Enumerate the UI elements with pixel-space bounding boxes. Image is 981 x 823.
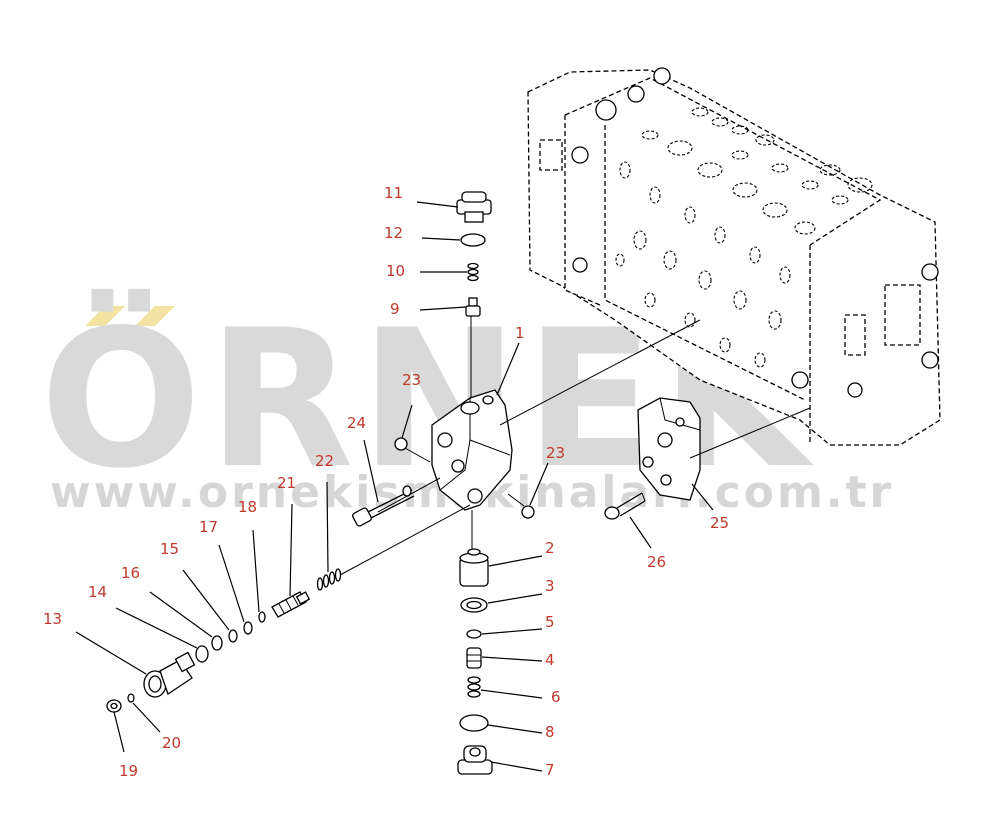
valve-end-port-1: [921, 263, 939, 281]
small-parts: [106, 191, 646, 775]
part-15-ring: [211, 635, 223, 651]
callout-16: 16: [121, 564, 140, 582]
valve-mount-port: [791, 371, 809, 389]
valve-body-top-edge: [564, 77, 882, 246]
valve-end-plate: [884, 284, 921, 346]
end-cover-hole-1: [642, 456, 654, 468]
valve-front-holes: [615, 161, 791, 368]
part-3-ring: [460, 597, 488, 613]
part-16-ring: [228, 629, 238, 643]
callout-7: 7: [545, 761, 555, 779]
callout-9: 9: [390, 300, 400, 318]
callout-8: 8: [545, 723, 555, 741]
part-9-poppet: [465, 297, 481, 317]
housing-side-port-2: [451, 459, 465, 473]
valve-end-port-3: [847, 382, 863, 398]
end-cover-edge: [659, 397, 701, 431]
callout-13: 13: [43, 610, 62, 628]
housing-side-port: [437, 432, 453, 448]
valve-front-port-1: [571, 146, 589, 164]
callout-18: 18: [238, 498, 257, 516]
watermark-accent-left: [85, 306, 125, 326]
part-14-ring: [195, 645, 209, 663]
valve-housing: [431, 389, 513, 511]
end-cover-hole-2: [660, 474, 672, 486]
callout-22: 22: [315, 452, 334, 470]
end-cover-body: [637, 397, 701, 501]
end-cover-hole-3: [675, 417, 685, 427]
valve-front-port-2: [572, 257, 588, 273]
callout-6: 6: [551, 688, 561, 706]
part-18-ring: [258, 611, 266, 623]
part-23-bolt-lower: [507, 493, 535, 519]
part-24-long-bolt: [352, 485, 415, 527]
callout-12: 12: [384, 224, 403, 242]
part-20-ring: [127, 693, 135, 703]
housing-top-port: [460, 401, 480, 415]
valve-top-holes: [641, 107, 873, 235]
callout-17: 17: [199, 518, 218, 536]
leader-lines: [75, 201, 714, 772]
part-22-spring: [316, 568, 342, 591]
callout-5: 5: [545, 613, 555, 631]
part-8-o-ring: [459, 714, 489, 732]
watermark-accent-right: [135, 306, 175, 326]
callout-23-lower: 23: [546, 444, 565, 462]
part-19-nut: [106, 699, 122, 713]
part-12-o-ring: [460, 233, 486, 247]
part-6-spring: [467, 676, 481, 698]
housing-bottom-port: [467, 488, 483, 504]
callout-3: 3: [545, 577, 555, 595]
part-10-spring: [467, 262, 479, 282]
valve-end-boss: [844, 314, 866, 356]
valve-top-port-3: [627, 85, 645, 103]
callout-20: 20: [162, 734, 181, 752]
part-23-bolt-upper: [394, 437, 431, 463]
part-17-ring: [243, 621, 253, 635]
valve-side-port: [539, 139, 563, 171]
callout-4: 4: [545, 651, 555, 669]
housing-top-port-2: [482, 395, 494, 405]
callout-24: 24: [347, 414, 366, 432]
valve-top-port-2: [595, 99, 617, 121]
part-13-body: [143, 651, 196, 698]
callout-10: 10: [386, 262, 405, 280]
part-4-poppet: [466, 647, 482, 669]
callout-2: 2: [545, 539, 555, 557]
end-cover-port: [657, 432, 673, 448]
end-cover: [637, 397, 701, 501]
control-valve-assembly: [527, 67, 941, 446]
callout-labels: 11 12 10 9 1 23 24 23 22 21 18 17 15 16 …: [43, 184, 729, 780]
valve-body-front-face: [604, 125, 806, 401]
valve-end-port-2: [921, 351, 939, 369]
callout-25: 25: [710, 514, 729, 532]
callout-1: 1: [515, 324, 525, 342]
assembly-lines: [339, 315, 811, 576]
callout-26: 26: [647, 553, 666, 571]
callout-23-upper: 23: [402, 371, 421, 389]
part-5-ring: [466, 629, 482, 639]
valve-top-port-1: [653, 67, 671, 85]
part-21-stem: [271, 591, 311, 618]
part-26-bolt: [604, 492, 646, 520]
part-7-plug: [457, 745, 493, 775]
part-2-cap: [459, 548, 489, 587]
callout-14: 14: [88, 583, 107, 601]
callout-15: 15: [160, 540, 179, 558]
callout-21: 21: [277, 474, 296, 492]
callout-11: 11: [384, 184, 403, 202]
callout-19: 19: [119, 762, 138, 780]
housing-edge-2: [439, 439, 471, 491]
valve-body-front-edge: [564, 115, 601, 306]
part-11-plug: [456, 191, 492, 223]
